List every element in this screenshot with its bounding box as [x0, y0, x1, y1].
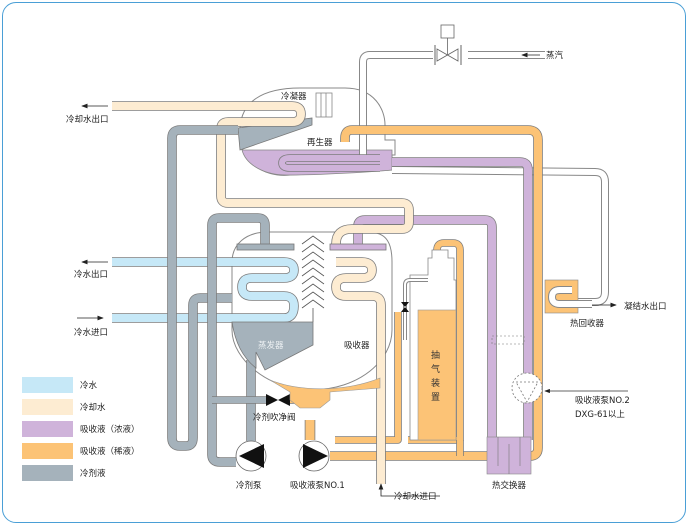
purge-unit-label-4: 置 [431, 392, 440, 403]
cooling-water-outlet-label: 冷却水出口 [66, 114, 109, 125]
evaporator-sump [231, 321, 314, 371]
eliminator [301, 235, 325, 322]
heat-recovery-label: 热回收器 [570, 318, 605, 329]
purge-unit-label-3: 装 [431, 377, 440, 389]
steam-control-valve[interactable] [434, 24, 462, 65]
refrigerant-pipe-pump-loop [207, 213, 270, 467]
absorber-sump [269, 377, 381, 409]
heat-exchanger-label: 热交换器 [492, 480, 527, 491]
strong-solution-pipe-header [353, 215, 497, 440]
heat-exchanger [486, 436, 532, 475]
cooling-water-pipe-outlet [112, 101, 414, 234]
purge-unit [409, 249, 457, 441]
legend-label: 冷剂液 [80, 468, 106, 479]
legend-label: 冷却水 [80, 402, 106, 413]
weak-solution-pipe-to-generator [330, 125, 543, 461]
legend-swatch [22, 465, 73, 481]
legend-swatch [22, 399, 73, 415]
legend-swatch [22, 421, 73, 437]
evaporator-spray-header [236, 243, 295, 251]
steam-label: 蒸汽 [546, 50, 564, 61]
condenser-tube-bank [315, 92, 333, 118]
solution-pump-2-model-label: DXG-61以上 [575, 410, 625, 420]
optional-section [491, 335, 525, 345]
strong-solution-pipe-generator-coil [278, 154, 380, 172]
legend-label: 吸收液（浓液） [80, 424, 140, 435]
purge-valve[interactable] [401, 278, 428, 340]
chilled-water-pipe-coil [112, 257, 299, 323]
absorber-spray-header [329, 243, 387, 251]
heat-recovery-unit [544, 279, 592, 314]
strong-solution-pipe-main [392, 157, 533, 440]
chilled-water-inlet-label: 冷水进口 [74, 327, 108, 338]
refrigerant-pipe-condenser-return [167, 125, 238, 451]
legend-swatch [22, 443, 73, 459]
cooling-water-inlet-label: 冷却水进口 [394, 491, 437, 502]
purge-unit-label-2: 气 [431, 363, 440, 375]
refrigerant-purge-valve[interactable] [266, 394, 290, 406]
legend-swatch [22, 377, 73, 393]
solution-pump-2[interactable] [511, 372, 543, 404]
solution-pump-1[interactable] [298, 440, 330, 472]
steam-pipe [359, 51, 609, 306]
weak-solution-pipe-absorber-loop [335, 312, 402, 444]
purge-unit-label-1: 抽 [431, 349, 440, 361]
absorber-label: 吸收器 [344, 340, 370, 351]
refrigerant-purge-valve-label: 冷剂吹净阀 [253, 412, 296, 423]
evaporator-label: 蒸发器 [258, 340, 284, 351]
refrigerant-pump[interactable] [235, 440, 267, 472]
generator-label: 再生器 [307, 137, 333, 148]
weak-solution-pipe-purge-top [408, 239, 464, 444]
condensate-outlet-label: 凝结水出口 [624, 301, 667, 312]
chilled-water-outlet-label: 冷水出口 [74, 269, 108, 280]
solution-pump-2-label: 吸收液泵NO.2 [575, 395, 630, 406]
cooling-water-inlet-arrow [378, 483, 440, 497]
refrigerant-pump-label: 冷剂泵 [236, 480, 262, 491]
legend-label: 吸收液（稀液） [80, 446, 140, 457]
legend-label: 冷水 [80, 380, 98, 391]
solution-pump-1-label: 吸收液泵NO.1 [290, 480, 345, 491]
condenser-label: 冷凝器 [281, 91, 307, 102]
cooling-water-pipe-absorber-coil [331, 224, 386, 484]
